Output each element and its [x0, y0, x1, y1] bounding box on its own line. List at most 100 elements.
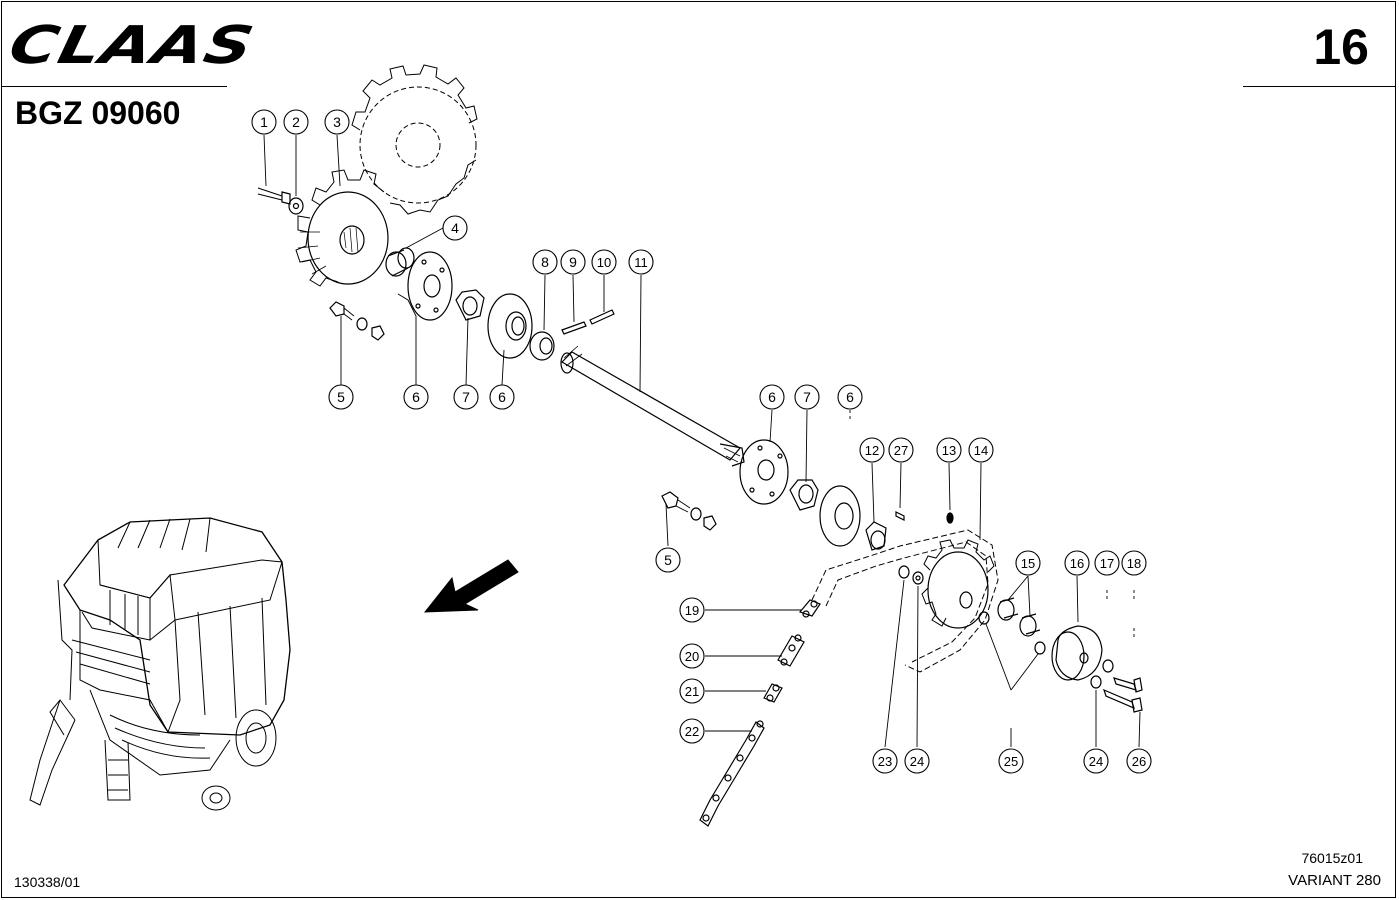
- washer-part-2: [288, 197, 304, 215]
- callout-label: 5: [664, 552, 672, 568]
- bearing-part-7-middle: [789, 479, 819, 511]
- callout-label: 1: [260, 114, 268, 130]
- callout-26: 26: [1126, 748, 1152, 774]
- hardware-parts-17-18-24-26: [1090, 659, 1143, 713]
- callout-24: 24: [904, 748, 930, 774]
- callout-label: 17: [1100, 556, 1114, 571]
- callout-label: 4: [451, 220, 459, 236]
- callout-5: 5: [328, 384, 354, 410]
- sheet-number: 16: [1313, 19, 1369, 75]
- bushing-part-12: [865, 521, 887, 551]
- pins-part-9-10: [561, 309, 615, 335]
- callout-1: 1: [251, 109, 277, 135]
- callout-label: 6: [768, 389, 776, 405]
- callout-label: 2: [292, 114, 300, 130]
- gear-part-3: [295, 169, 389, 287]
- callout-22: 22: [679, 718, 705, 744]
- callout-7: 7: [453, 384, 479, 410]
- callout-label: 10: [597, 255, 611, 270]
- callout-label: 16: [1070, 556, 1084, 571]
- callout-5: 5: [655, 547, 681, 573]
- bushings-part-15: [997, 597, 1041, 637]
- group-code: BGZ 09060: [15, 95, 181, 131]
- sprocket-part-14: [921, 539, 995, 629]
- callout-label: 14: [974, 443, 988, 458]
- callout-label: 12: [865, 443, 879, 458]
- callout-9: 9: [560, 249, 586, 275]
- bearing-part-7-upper: [455, 289, 485, 321]
- bearing-ring-part-8: [529, 331, 555, 361]
- callout-13: 13: [936, 437, 962, 463]
- callout-17: 17: [1094, 550, 1120, 576]
- large-sprocket-teeth: [351, 64, 478, 131]
- callout-2: 2: [283, 109, 309, 135]
- figure-reference: 76015z01: [1301, 850, 1363, 866]
- callout-label: 7: [803, 389, 811, 405]
- callout-label: 6: [498, 389, 506, 405]
- tensioner-roller-part-16: [1051, 625, 1103, 681]
- callout-8: 8: [532, 249, 558, 275]
- callout-label: 9: [569, 254, 577, 270]
- pin-part-27: [895, 511, 905, 521]
- spacers-part-25: [978, 611, 1046, 655]
- callout-19: 19: [679, 597, 705, 623]
- callout-label: 25: [1004, 754, 1018, 769]
- callout-21: 21: [679, 678, 705, 704]
- callout-label: 15: [1021, 556, 1035, 571]
- callout-25: 25: [998, 748, 1024, 774]
- callout-7: 7: [794, 384, 820, 410]
- direction-arrow: [423, 559, 519, 613]
- callout-24: 24: [1083, 748, 1109, 774]
- bolt-part-1: [257, 187, 291, 205]
- callout-label: 20: [685, 649, 699, 664]
- callout-label: 13: [942, 443, 956, 458]
- callout-10: 10: [591, 249, 617, 275]
- callout-label: 3: [333, 114, 341, 130]
- leader-lines: [263, 134, 1141, 748]
- callout-6: 6: [489, 384, 515, 410]
- callout-label: 24: [910, 754, 924, 769]
- callout-12: 12: [859, 437, 885, 463]
- callout-label: 8: [541, 254, 549, 270]
- document-number: 130338/01: [14, 874, 81, 890]
- shaft-part-11: [560, 345, 745, 467]
- callout-label: 6: [412, 389, 420, 405]
- callout-18: 18: [1121, 550, 1147, 576]
- callout-6: 6: [837, 384, 863, 410]
- callout-11: 11: [628, 249, 654, 275]
- callout-label: 19: [685, 603, 699, 618]
- callout-label: 11: [634, 255, 648, 270]
- callout-3: 3: [324, 109, 350, 135]
- bolt-part-5-upper: [329, 301, 385, 341]
- large-sprocket-phantom: [359, 86, 477, 204]
- callout-4: 4: [442, 215, 468, 241]
- callout-label: 6: [846, 389, 854, 405]
- baler-machine-illustration: [29, 517, 291, 811]
- callout-23: 23: [872, 748, 898, 774]
- callout-label: 21: [685, 684, 699, 699]
- callout-label: 7: [462, 389, 470, 405]
- callout-6: 6: [403, 384, 429, 410]
- callout-6: 6: [759, 384, 785, 410]
- flange-plate-6: [487, 293, 533, 359]
- callout-27: 27: [888, 437, 914, 463]
- chain-link-part-21: [763, 683, 783, 703]
- callout-label: 26: [1132, 754, 1146, 769]
- callout-label: 22: [685, 724, 699, 739]
- model-name: VARIANT 280: [1288, 872, 1381, 889]
- header-rule-right: [1243, 86, 1396, 87]
- flange-plate-middle: [739, 439, 789, 505]
- callout-label: 18: [1127, 556, 1141, 571]
- header-rule-left: [2, 86, 227, 87]
- grease-nipple-part-13: [946, 512, 954, 524]
- callout-15: 15: [1015, 550, 1041, 576]
- chain-link-part-19: [798, 599, 821, 618]
- callout-label: 5: [337, 389, 345, 405]
- callout-label: 27: [894, 443, 908, 458]
- chain-loop-phantom: [811, 529, 999, 673]
- callout-label: 23: [878, 754, 892, 769]
- flange-plate-6-middle: [819, 485, 861, 547]
